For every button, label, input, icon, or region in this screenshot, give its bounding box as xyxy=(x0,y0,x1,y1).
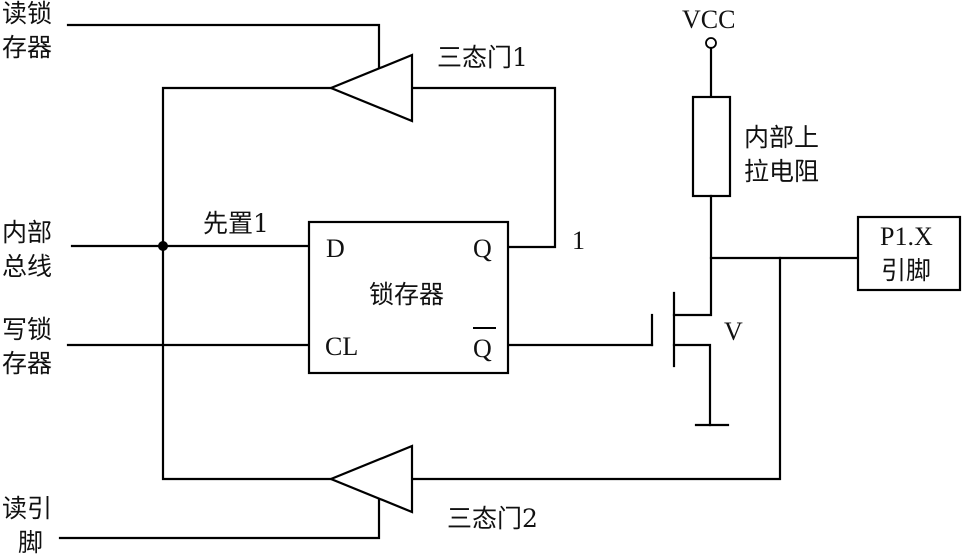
latch-block xyxy=(307,220,510,375)
label-read-pin-2: 脚 xyxy=(18,528,43,556)
label-tristate-gate-1: 三态门1 xyxy=(437,43,528,72)
latch-title: 锁存器 xyxy=(369,280,444,309)
wire-q-to-gate1 xyxy=(410,86,557,249)
latch-port-q: Q xyxy=(473,234,492,263)
latch-port-d: D xyxy=(326,234,345,263)
label-transistor: V xyxy=(724,317,743,346)
latch-port-qbar: Q xyxy=(473,334,492,363)
label-q-value: 1 xyxy=(572,226,585,255)
latch-port-cl: CL xyxy=(325,332,358,361)
mosfet-icon xyxy=(650,291,730,427)
pullup-resistor xyxy=(691,95,732,198)
label-pin-1: P1.X xyxy=(880,222,933,251)
wire-gate1-output xyxy=(161,86,333,481)
label-read-pin-1: 读引 xyxy=(2,494,52,523)
wire-resistor-to-drain xyxy=(672,194,713,317)
tristate-gate-1-icon xyxy=(328,53,414,123)
label-read-latch-2: 存器 xyxy=(2,33,52,62)
bus-junction-dot xyxy=(158,241,168,251)
wire-pin-to-gate2 xyxy=(410,256,860,481)
label-internal-bus-1: 内部 xyxy=(2,218,52,247)
pin-block xyxy=(856,215,962,292)
tristate-gate-2-icon xyxy=(328,444,414,514)
label-preset-1: 先置1 xyxy=(203,209,269,238)
label-pin-2: 引脚 xyxy=(881,256,931,285)
label-write-latch-1: 写锁 xyxy=(2,315,52,344)
label-tristate-gate-2: 三态门2 xyxy=(447,504,538,533)
label-resistor-2: 拉电阻 xyxy=(744,157,819,186)
vcc-terminal-icon xyxy=(705,37,717,49)
label-internal-bus-2: 总线 xyxy=(2,252,52,281)
wire-read-pin xyxy=(58,496,381,540)
label-resistor-1: 内部上 xyxy=(744,123,819,152)
label-write-latch-2: 存器 xyxy=(2,349,52,378)
label-read-latch-1: 读锁 xyxy=(2,0,52,28)
wire-read-latch xyxy=(66,23,381,72)
label-vcc: VCC xyxy=(682,5,735,34)
